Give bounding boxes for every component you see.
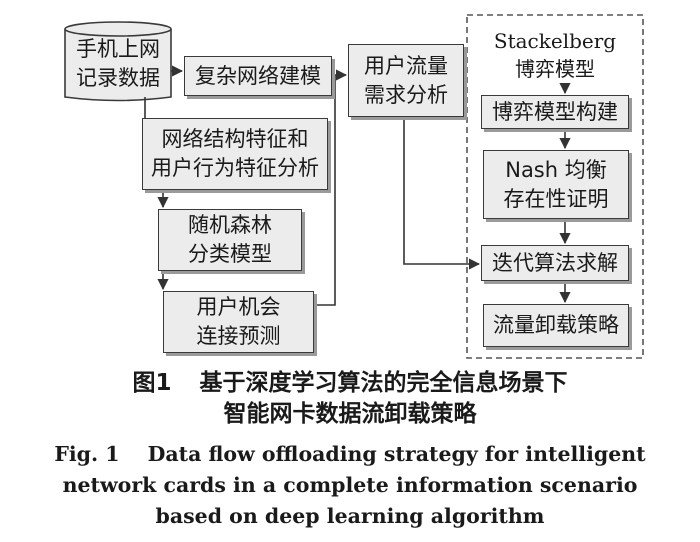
node-iterative: 迭代算法求解 xyxy=(481,245,629,281)
node-offload: 流量卸载策略 xyxy=(483,304,629,347)
caption-cn-number: 图1 xyxy=(132,370,172,396)
node-connection-prediction-line2: 连接预测 xyxy=(196,324,281,348)
caption-cn-text1: 基于深度学习算法的完全信息场景下 xyxy=(199,370,568,396)
node-complex-network: 复杂网络建模 xyxy=(184,56,332,96)
node-data-source-line1: 手机上网 xyxy=(76,37,160,61)
node-offload-label: 流量卸载策略 xyxy=(493,313,619,337)
database-cylinder-icon xyxy=(64,21,172,102)
caption-cn-text2: 智能网卡数据流卸载策略 xyxy=(223,401,477,427)
node-random-forest-line1: 随机森林 xyxy=(188,213,272,237)
node-connection-prediction: 用户机会 连接预测 xyxy=(163,291,314,353)
node-data-source-line2: 记录数据 xyxy=(76,66,160,90)
caption-en-text2: network cards in a complete information … xyxy=(62,473,638,497)
node-feature-analysis-line2: 用户行为特征分析 xyxy=(151,156,319,180)
caption-cn-line1: 图1 基于深度学习算法的完全信息场景下 xyxy=(0,368,700,398)
connector-network-to-features xyxy=(144,97,148,121)
node-iterative-label: 迭代算法求解 xyxy=(492,250,618,275)
node-data-source: 手机上网 记录数据 xyxy=(65,35,171,93)
node-nash-line1: Nash 均衡 xyxy=(505,157,607,182)
node-nash-line2: 存在性证明 xyxy=(503,186,609,211)
node-feature-analysis-line1: 网络结构特征和 xyxy=(161,127,309,151)
node-traffic-demand: 用户流量 需求分析 xyxy=(348,44,464,117)
node-nash: Nash 均衡 存在性证明 xyxy=(483,150,629,219)
node-traffic-demand-line2: 需求分析 xyxy=(364,82,448,107)
node-game-build-label: 博弈模型构建 xyxy=(492,99,618,124)
node-traffic-demand-line1: 用户流量 xyxy=(364,53,448,78)
caption-en-number: Fig. 1 xyxy=(54,442,120,466)
node-stackelberg-title: Stackelberg 博弈模型 xyxy=(470,27,640,83)
node-random-forest: 随机森林 分类模型 xyxy=(158,209,302,271)
caption-en-line3: based on deep learning algorithm xyxy=(0,502,700,531)
node-game-build: 博弈模型构建 xyxy=(481,95,629,129)
caption-cn-line2: 智能网卡数据流卸载策略 xyxy=(0,399,700,429)
connector-prediction-to-traffic xyxy=(314,69,348,306)
node-feature-analysis: 网络结构特征和 用户行为特征分析 xyxy=(142,118,328,190)
caption-en-line2: network cards in a complete information … xyxy=(0,471,700,500)
node-complex-network-label: 复杂网络建模 xyxy=(195,63,321,88)
node-connection-prediction-line1: 用户机会 xyxy=(196,295,281,319)
caption-en-text1: Data flow offloading strategy for intell… xyxy=(147,442,646,466)
node-stackelberg-line2: 博弈模型 xyxy=(515,57,595,81)
connector-traffic-to-iterative xyxy=(403,117,481,270)
node-random-forest-line2: 分类模型 xyxy=(188,242,272,266)
caption-en-line1: Fig. 1 Data flow offloading strategy for … xyxy=(0,440,700,469)
caption-en-text3: based on deep learning algorithm xyxy=(155,504,545,528)
node-stackelberg-line1: Stackelberg xyxy=(493,29,617,53)
